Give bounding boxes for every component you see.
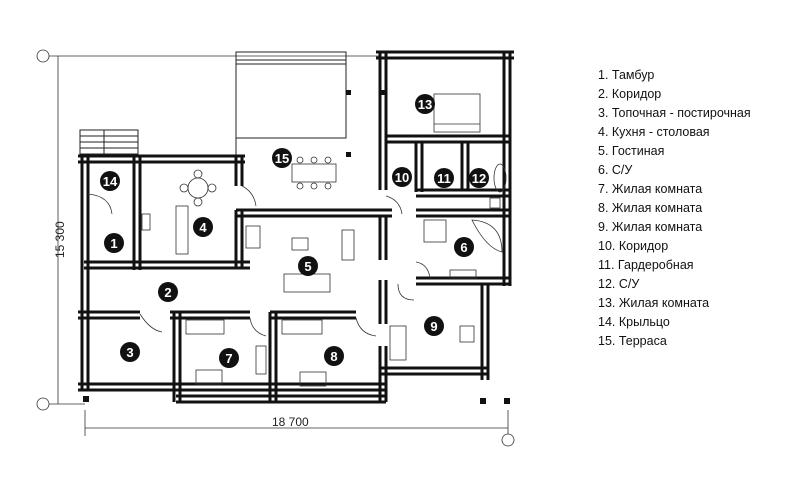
room-markers: 1 2 3 4 5 6 7 8 9 10 11 12 13 14 15 [100, 94, 489, 368]
doors [87, 185, 431, 337]
room-marker-7: 7 [219, 348, 239, 368]
legend-item: 14. Крыльцо [598, 315, 670, 329]
legend-item: 9. Жилая комната [598, 220, 703, 234]
room-marker-8: 8 [324, 346, 344, 366]
legend-item: 7. Жилая комната [598, 182, 703, 196]
legend-item: 2. Коридор [598, 87, 662, 101]
room-marker-1: 1 [104, 233, 124, 253]
svg-text:10: 10 [395, 170, 409, 185]
porch-steps [79, 129, 139, 155]
room-marker-12: 12 [469, 168, 489, 188]
room-marker-15: 15 [272, 148, 292, 168]
legend-item: 10. Коридор [598, 239, 669, 253]
legend-item: 11. Гардеробная [598, 258, 694, 272]
terrace-outline [235, 51, 347, 158]
furniture [141, 93, 507, 387]
width-dimension-label: 18 700 [272, 415, 309, 429]
svg-text:11: 11 [437, 171, 451, 186]
svg-text:12: 12 [472, 171, 486, 186]
room-marker-2: 2 [158, 282, 178, 302]
room-marker-3: 3 [120, 342, 140, 362]
svg-text:5: 5 [304, 259, 311, 274]
svg-text:13: 13 [418, 97, 432, 112]
svg-text:14: 14 [103, 174, 118, 189]
svg-text:9: 9 [430, 319, 437, 334]
legend-item: 13. Жилая комната [598, 296, 710, 310]
room-marker-4: 4 [193, 217, 213, 237]
svg-text:15: 15 [275, 151, 289, 166]
svg-text:4: 4 [199, 220, 207, 235]
svg-text:8: 8 [330, 349, 337, 364]
walls [78, 50, 514, 404]
legend-item: 12. С/У [598, 277, 640, 291]
svg-text:7: 7 [225, 351, 232, 366]
dimension-lines [36, 49, 515, 447]
svg-text:6: 6 [460, 240, 467, 255]
legend-item: 6. С/У [598, 163, 633, 177]
room-marker-11: 11 [434, 168, 454, 188]
room-marker-14: 14 [100, 171, 120, 191]
height-dimension-label: 15 300 [53, 221, 67, 258]
room-marker-9: 9 [424, 316, 444, 336]
room-marker-6: 6 [454, 237, 474, 257]
svg-text:2: 2 [164, 285, 171, 300]
legend-item: 1. Тамбур [598, 68, 655, 82]
legend-item: 8. Жилая комната [598, 201, 703, 215]
room-marker-10: 10 [392, 167, 412, 187]
svg-text:3: 3 [126, 345, 133, 360]
svg-text:1: 1 [110, 236, 117, 251]
room-marker-13: 13 [415, 94, 435, 114]
room-marker-5: 5 [298, 256, 318, 276]
columns [83, 90, 510, 404]
legend-item: 4. Кухня - столовая [598, 125, 710, 139]
legend-item: 5. Гостиная [598, 144, 665, 158]
legend-item: 15. Терраса [598, 334, 667, 348]
room-legend: 1. Тамбур 2. Коридор 3. Топочная - пости… [598, 66, 751, 351]
legend-item: 3. Топочная - постирочная [598, 106, 751, 120]
